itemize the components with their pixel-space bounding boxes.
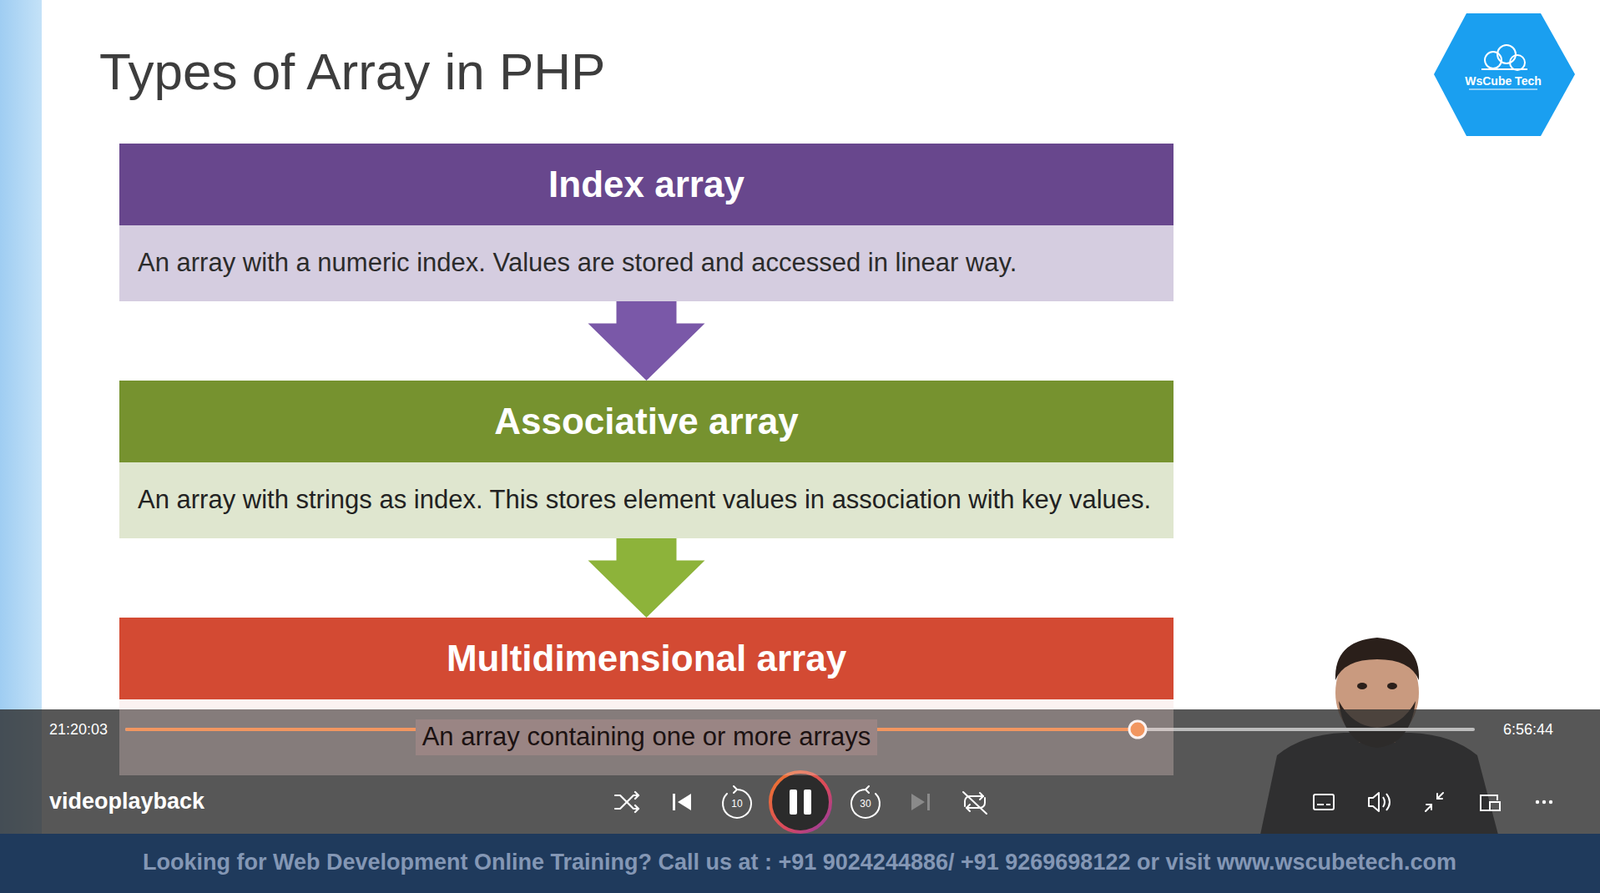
band-description-panel: An array with strings as index. This sto…: [119, 462, 1174, 539]
logo-hexagon: [1433, 13, 1575, 137]
array-type-band: Associative array An array with strings a…: [119, 380, 1174, 539]
rewind-seconds: 10: [731, 798, 742, 811]
band-description: An array with strings as index. This sto…: [137, 484, 1151, 517]
band-heading: Associative array: [119, 380, 1174, 463]
previous-icon: [672, 793, 692, 811]
band-description: An array with a numeric index. Values ar…: [137, 247, 1017, 280]
flow-arrow: [588, 301, 706, 381]
video-title: videoplayback: [49, 788, 205, 815]
banner-text: Looking for Web Development Online Train…: [142, 849, 1457, 876]
slide-title: Types of Array in PHP: [99, 43, 606, 101]
array-type-band: Index array An array with a numeric index…: [119, 143, 1174, 302]
more-icon: [1535, 800, 1553, 804]
remaining-time: 6:56:44: [1503, 721, 1554, 739]
band-description-panel: An array containing one or more arrays: [119, 699, 1174, 776]
band-description: An array containing one or more arrays: [415, 719, 879, 756]
next-icon: [911, 793, 930, 811]
band-description-panel: An array with a numeric index. Values ar…: [119, 225, 1174, 302]
array-type-band: Multidimensional array An array containin…: [119, 617, 1174, 776]
ad-banner: [0, 833, 1600, 893]
elapsed-time: 21:20:03: [49, 721, 108, 739]
pause-icon: [789, 789, 812, 815]
subtitles-icon: [1313, 794, 1334, 810]
logo-text: WsCube Tech: [1464, 74, 1542, 88]
exit-fullscreen-icon: [1425, 792, 1444, 812]
play-pause-button: [770, 772, 831, 833]
forward-seconds: 30: [859, 798, 871, 811]
flow-arrow: [588, 538, 706, 618]
volume-icon: [1368, 792, 1390, 812]
rewind-icon: [722, 786, 752, 818]
logo-underline: [1468, 89, 1538, 91]
band-heading: Multidimensional array: [119, 617, 1174, 700]
repeat-icon: [963, 792, 987, 814]
logo-cube-icon: [1481, 45, 1528, 71]
forward-icon: [851, 786, 880, 818]
shuffle-icon: [615, 792, 639, 813]
miniplayer-icon: [1480, 795, 1500, 811]
band-heading: Index array: [119, 143, 1174, 226]
